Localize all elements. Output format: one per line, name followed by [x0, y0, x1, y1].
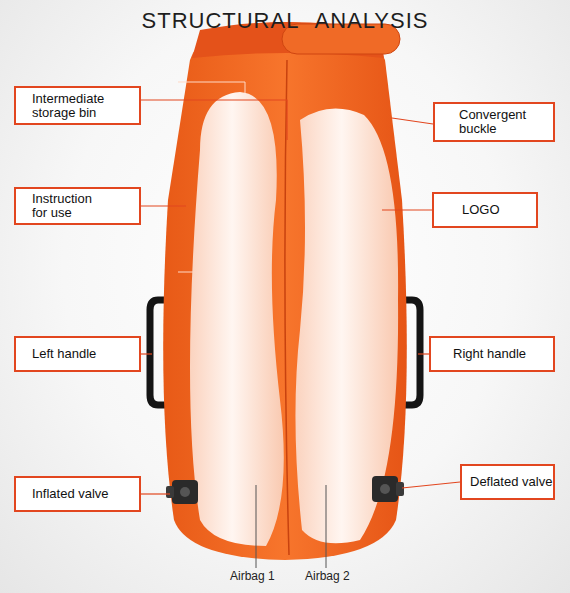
callout-text-group: LOGO — [462, 203, 500, 217]
leader-lines — [141, 100, 460, 494]
callout-box: Convergent buckle — [433, 102, 555, 142]
callout-box: Right handle — [429, 336, 555, 372]
deflate-valve — [372, 476, 404, 502]
callout-box: Inflated valve — [14, 476, 141, 512]
callout-text-group: Instruction for use — [32, 192, 106, 220]
callout-text-group: Left handle — [32, 347, 96, 361]
callout-box: Left handle — [14, 336, 141, 372]
bag-body — [163, 22, 407, 560]
callout-box: Deflated valve — [460, 464, 555, 500]
callout-text: Left handle — [32, 347, 96, 361]
airbag-lobe — [190, 92, 284, 546]
callout-box: Intermediate storage bin — [14, 86, 141, 125]
callout-text-group: Right handle — [453, 347, 526, 361]
callout-text: Intermediate storage bin — [32, 92, 116, 120]
part-label: Airbag 2 — [305, 569, 350, 583]
callout-text: Right handle — [453, 347, 526, 361]
diagram-title: STRUCTURAL ANALYSIS — [0, 8, 570, 34]
callout-text-group: Inflated valve — [32, 487, 109, 501]
inflate-valve — [166, 480, 198, 504]
airbag-leaders — [256, 485, 326, 568]
callout-text: Instruction for use — [32, 192, 106, 220]
callout-text: Deflated valve — [470, 475, 552, 489]
callout-box: Instruction for use — [14, 187, 141, 225]
callout-text-group: Convergent buckle — [459, 108, 537, 136]
callout-text-group: Deflated valve — [470, 475, 552, 489]
callout-box: LOGO — [432, 192, 538, 228]
part-label: Airbag 1 — [230, 569, 275, 583]
airbag-lobe — [295, 109, 398, 544]
callout-text: Inflated valve — [32, 487, 109, 501]
callout-text: Convergent buckle — [459, 108, 537, 136]
callout-text-group: Intermediate storage bin — [32, 92, 116, 120]
callout-text: LOGO — [462, 203, 500, 217]
